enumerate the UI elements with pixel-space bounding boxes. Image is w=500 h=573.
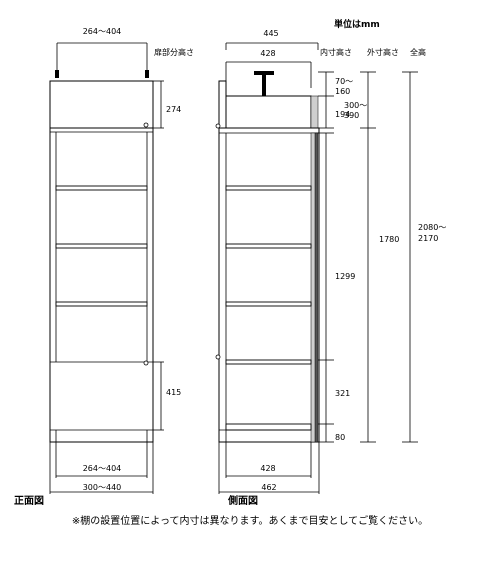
tension-knob-right [145,70,149,78]
inner-upper-label: 194 [335,110,350,119]
front-shelf-3 [55,301,148,307]
side-lower-knob [215,354,221,360]
front-view: 264～404 274 415 [49,27,181,494]
height-dimensions: 単位はmm 内寸高さ 外寸高さ 全高 扉部分高さ 70～ 160 194 129… [154,18,446,443]
upper-door-knob [143,122,149,128]
inner-top-label-2: 160 [335,87,350,96]
header-inner: 内寸高さ [320,47,352,57]
front-bottom-outer-label: 300～440 [83,483,122,492]
outer-main-label: 1780 [379,235,399,244]
side-upper-knob [215,123,221,129]
side-back-panel [314,132,319,443]
side-shelf-2 [225,243,312,249]
side-view-title: 側面図 [227,494,258,507]
front-top-width-label: 264～404 [83,27,122,36]
side-view: 445 428 428 [215,29,320,494]
side-top-outer-label: 445 [263,29,278,38]
front-door-bottom-label: 415 [166,388,181,397]
outer-upper-label-2: 390 [344,111,359,120]
front-carcass [49,127,154,443]
front-upper-door [49,80,154,129]
lower-door-knob [143,360,149,366]
side-shelf-4 [225,359,312,365]
front-view-title: 正面図 [14,495,44,507]
tension-pole-cap [254,71,274,75]
inner-middle-label: 1299 [335,272,355,281]
tension-pole-shaft [262,74,266,96]
total-label-2: 2170 [418,234,438,243]
inner-top-label-1: 70～ [335,77,353,86]
disclaimer-note: ※棚の設置位置によって内寸は異なります。あくまで目安としてご覧ください。 [72,514,428,527]
side-bottom-inner-label: 428 [260,464,275,473]
side-shelf-1 [225,185,312,191]
side-upper-door [218,80,227,129]
inner-bottom-label: 80 [335,433,345,442]
tension-knob-left [55,70,59,78]
side-carcass [218,127,320,443]
header-door: 扉部分高さ [154,47,194,57]
total-label-1: 2080～ [418,223,446,232]
front-bottom-inner-label: 264～404 [83,464,122,473]
side-top-inner-label: 428 [260,49,275,58]
inner-lower-label: 321 [335,389,350,398]
header-outer: 外寸高さ [367,47,399,57]
front-shelf-1 [55,185,148,191]
side-upper-back-board [310,95,319,129]
side-bottom-outer-label: 462 [261,483,276,492]
header-total: 全高 [410,47,426,57]
outer-upper-label-1: 300～ [344,101,367,110]
unit-label: 単位はmm [334,18,380,30]
side-upper-compartment [225,95,312,129]
side-bottom-board [225,423,312,431]
front-door-top-label: 274 [166,105,181,114]
side-shelf-3 [225,301,312,307]
front-shelf-2 [55,243,148,249]
